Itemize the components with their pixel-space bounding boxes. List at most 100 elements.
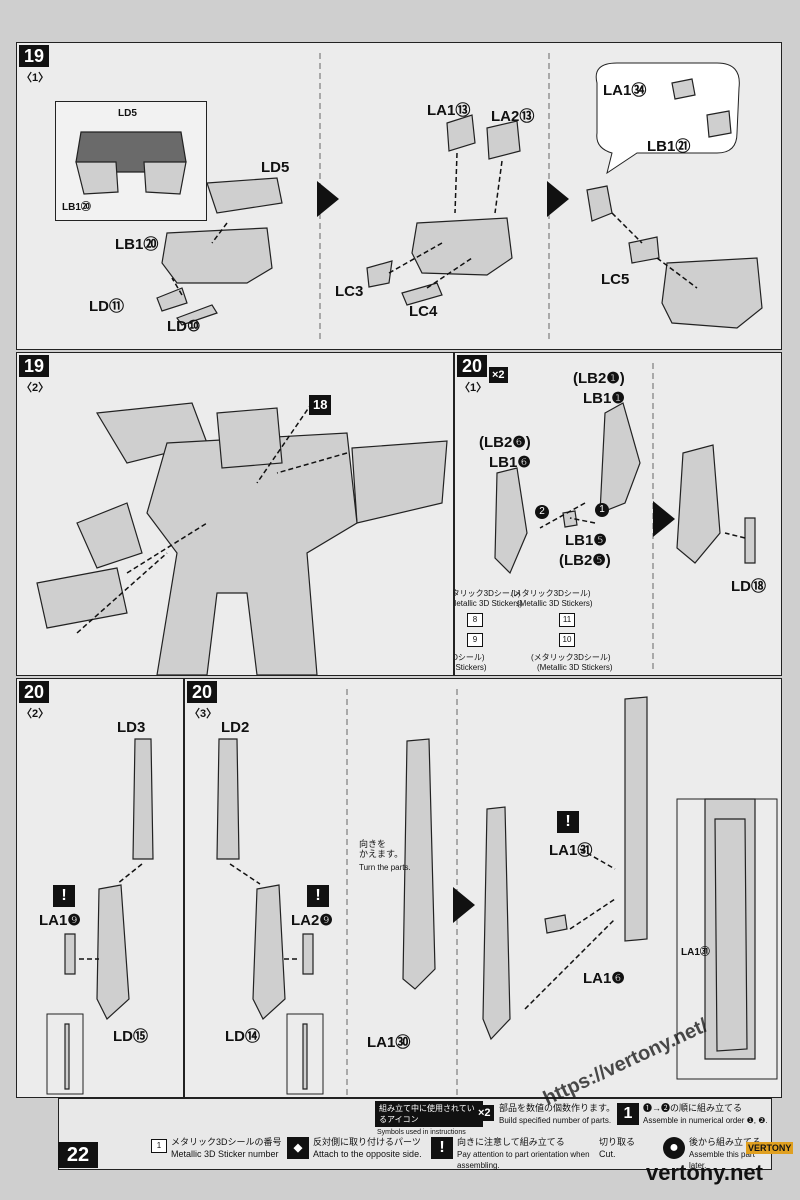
part-label: LA1❻ [583,970,625,987]
part-label: LA1❾ [39,912,81,929]
step-number: 20 [19,681,50,703]
legend-item-jp: ❶→❷の順に組み立てる [643,1103,743,1113]
turn-note-jp: 向きを かえます。 [359,839,404,859]
legend-title-jp: 組み立て中に使用されているアイコン [375,1101,483,1127]
part-label: LC5 [601,271,630,288]
part-label: LD5 [261,159,290,176]
reference-inset: LD5 LB1⑳ [55,101,207,221]
next-arrow [317,181,339,217]
substep-label: 〈1〉 [21,72,50,84]
part-label: LD⑩ [167,318,201,335]
legend-multiplier-icon: ×2 [475,1105,494,1121]
part-label: LA1㉛ [549,842,593,859]
substep-label: 〈1〉 [459,382,488,394]
legend-title-en: Symbols used in instructions [377,1129,466,1136]
legend-item-en: Build specified number of parts. [499,1116,612,1125]
sticker-note-en: (Metallic 3D Stickers) [455,663,487,672]
step-number: 20 [187,681,218,703]
page-number: 22 [58,1142,98,1168]
step-19-2-panel: 19 〈2〉 18 [16,352,454,676]
legend-item-en: Assemble in numerical order ❶, ❷. [643,1116,768,1125]
part-label: LD⑭ [225,1028,260,1045]
caution-icon: ! [557,811,579,833]
callout-number: 18 [309,395,332,415]
part-label: LD3 [117,719,146,736]
legend-order-icon: 1 [617,1103,639,1125]
legend-item-en: Assemble this part later. [689,1150,755,1170]
part-label: LD⑱ [731,578,766,595]
caution-icon: ! [307,885,329,907]
step-number: 19 [19,355,50,377]
turn-note-en: Turn the parts. [359,863,411,872]
legend-item-jp: 切り取る [599,1137,636,1147]
sticker-number: 11 [559,613,575,627]
legend-caution-icon: ! [431,1137,453,1159]
sticker-note-en: (Metallic 3D Stickers) [517,599,593,608]
substep-label: 〈2〉 [21,708,50,720]
step-20-2-panel: 20 〈2〉 ! LD3 LA1❾ LD⑮ [16,678,184,1098]
step-20-1-drawing [494,363,756,673]
step-number: 20 [457,355,488,377]
legend-item-jp: 反対側に取り付けるパーツ [313,1137,421,1147]
sticker-note-jp: (メタリック3Dシール) [455,589,521,598]
sticker-note-jp: (メタリック3Dシール) [455,653,485,662]
sticker-note-en: (Metallic 3D Stickers) [537,663,613,672]
part-label: LC4 [409,303,438,320]
legend-later-icon: ● [663,1137,685,1159]
part-label: LD2 [221,719,250,736]
inset-label-bottom: LB1⑳ [62,202,91,213]
part-label: LB1⑳ [115,236,159,253]
legend-item-jp: 後から組み立てる [689,1137,762,1147]
multiplier-badge: ×2 [489,367,508,383]
next-arrow [547,181,569,217]
legend-item-en: Attach to the opposite side. [313,1149,422,1159]
inset-part-drawing [75,131,187,195]
part-label: LA1⑬ [427,102,471,119]
order-2: 2 [535,505,549,519]
part-label: LC3 [335,283,364,300]
part-label: LB1❺ [565,532,607,549]
sticker-number: 9 [467,633,483,647]
caution-icon: ! [53,885,75,907]
step-20-1-panel: 20 ×2 〈1〉 1 2 (LB2❶) LB1❶ (LB2❻) LB1❻ LB… [454,352,782,676]
symbol-legend: 組み立て中に使用されているアイコン Symbols used in instru… [58,1098,772,1170]
sticker-note-en: (Metallic 3D Stickers) [454,599,523,608]
substep-label: 〈3〉 [189,708,218,720]
legend-sticker-icon: 1 [151,1139,167,1153]
step-20-3-panel: 20 〈3〉 ! ! LD2 LA2❾ LD⑭ [184,678,782,1098]
part-label: (LB2❺) [559,552,611,569]
legend-item-en: Metallic 3D Sticker number [171,1149,279,1159]
sticker-number: 8 [467,613,483,627]
part-label: LA2⑬ [491,108,535,125]
part-label: LD⑪ [89,298,124,315]
legend-item-jp: 部品を数値の個数作ります。 [499,1103,616,1113]
next-arrow [453,887,475,923]
part-label: LA1㉚ [367,1034,411,1051]
legend-opposite-side-icon: ◆ [287,1137,309,1159]
step-20-2-drawing [46,738,154,1095]
sticker-note-jp: (メタリック3Dシール) [531,653,611,662]
legend-item-en: Pay attention to part orientation when a… [457,1150,590,1170]
watermark-badge: VERTONY [746,1142,794,1154]
inset-label-top: LD5 [118,108,137,119]
part-label: LB1❻ [489,454,531,471]
legend-item-jp: メタリック3Dシールの番号 [171,1137,282,1147]
order-1: 1 [595,503,609,517]
part-label: LA1㉞ [603,82,647,99]
sticker-note-jp: (メタリック3Dシール) [511,589,591,598]
part-label: LA1㉛ [681,947,710,958]
part-label: LA2❾ [291,912,333,929]
next-arrow [653,501,675,537]
substep-label: 〈2〉 [21,382,50,394]
sticker-number: 10 [559,633,575,647]
part-label: (LB2❶) [573,370,625,387]
step-19-1-panel: 19 〈1〉 LD5 LB1⑳ [16,42,782,350]
step-number: 19 [19,45,50,67]
part-label: LD⑮ [113,1028,148,1045]
step-20-3-drawing [216,689,778,1095]
part-label: LB1㉑ [647,138,691,155]
step-19-1-drawing [156,53,763,343]
watermark-site: vertony.net [646,1160,763,1185]
legend-item-en: Cut. [599,1149,616,1159]
